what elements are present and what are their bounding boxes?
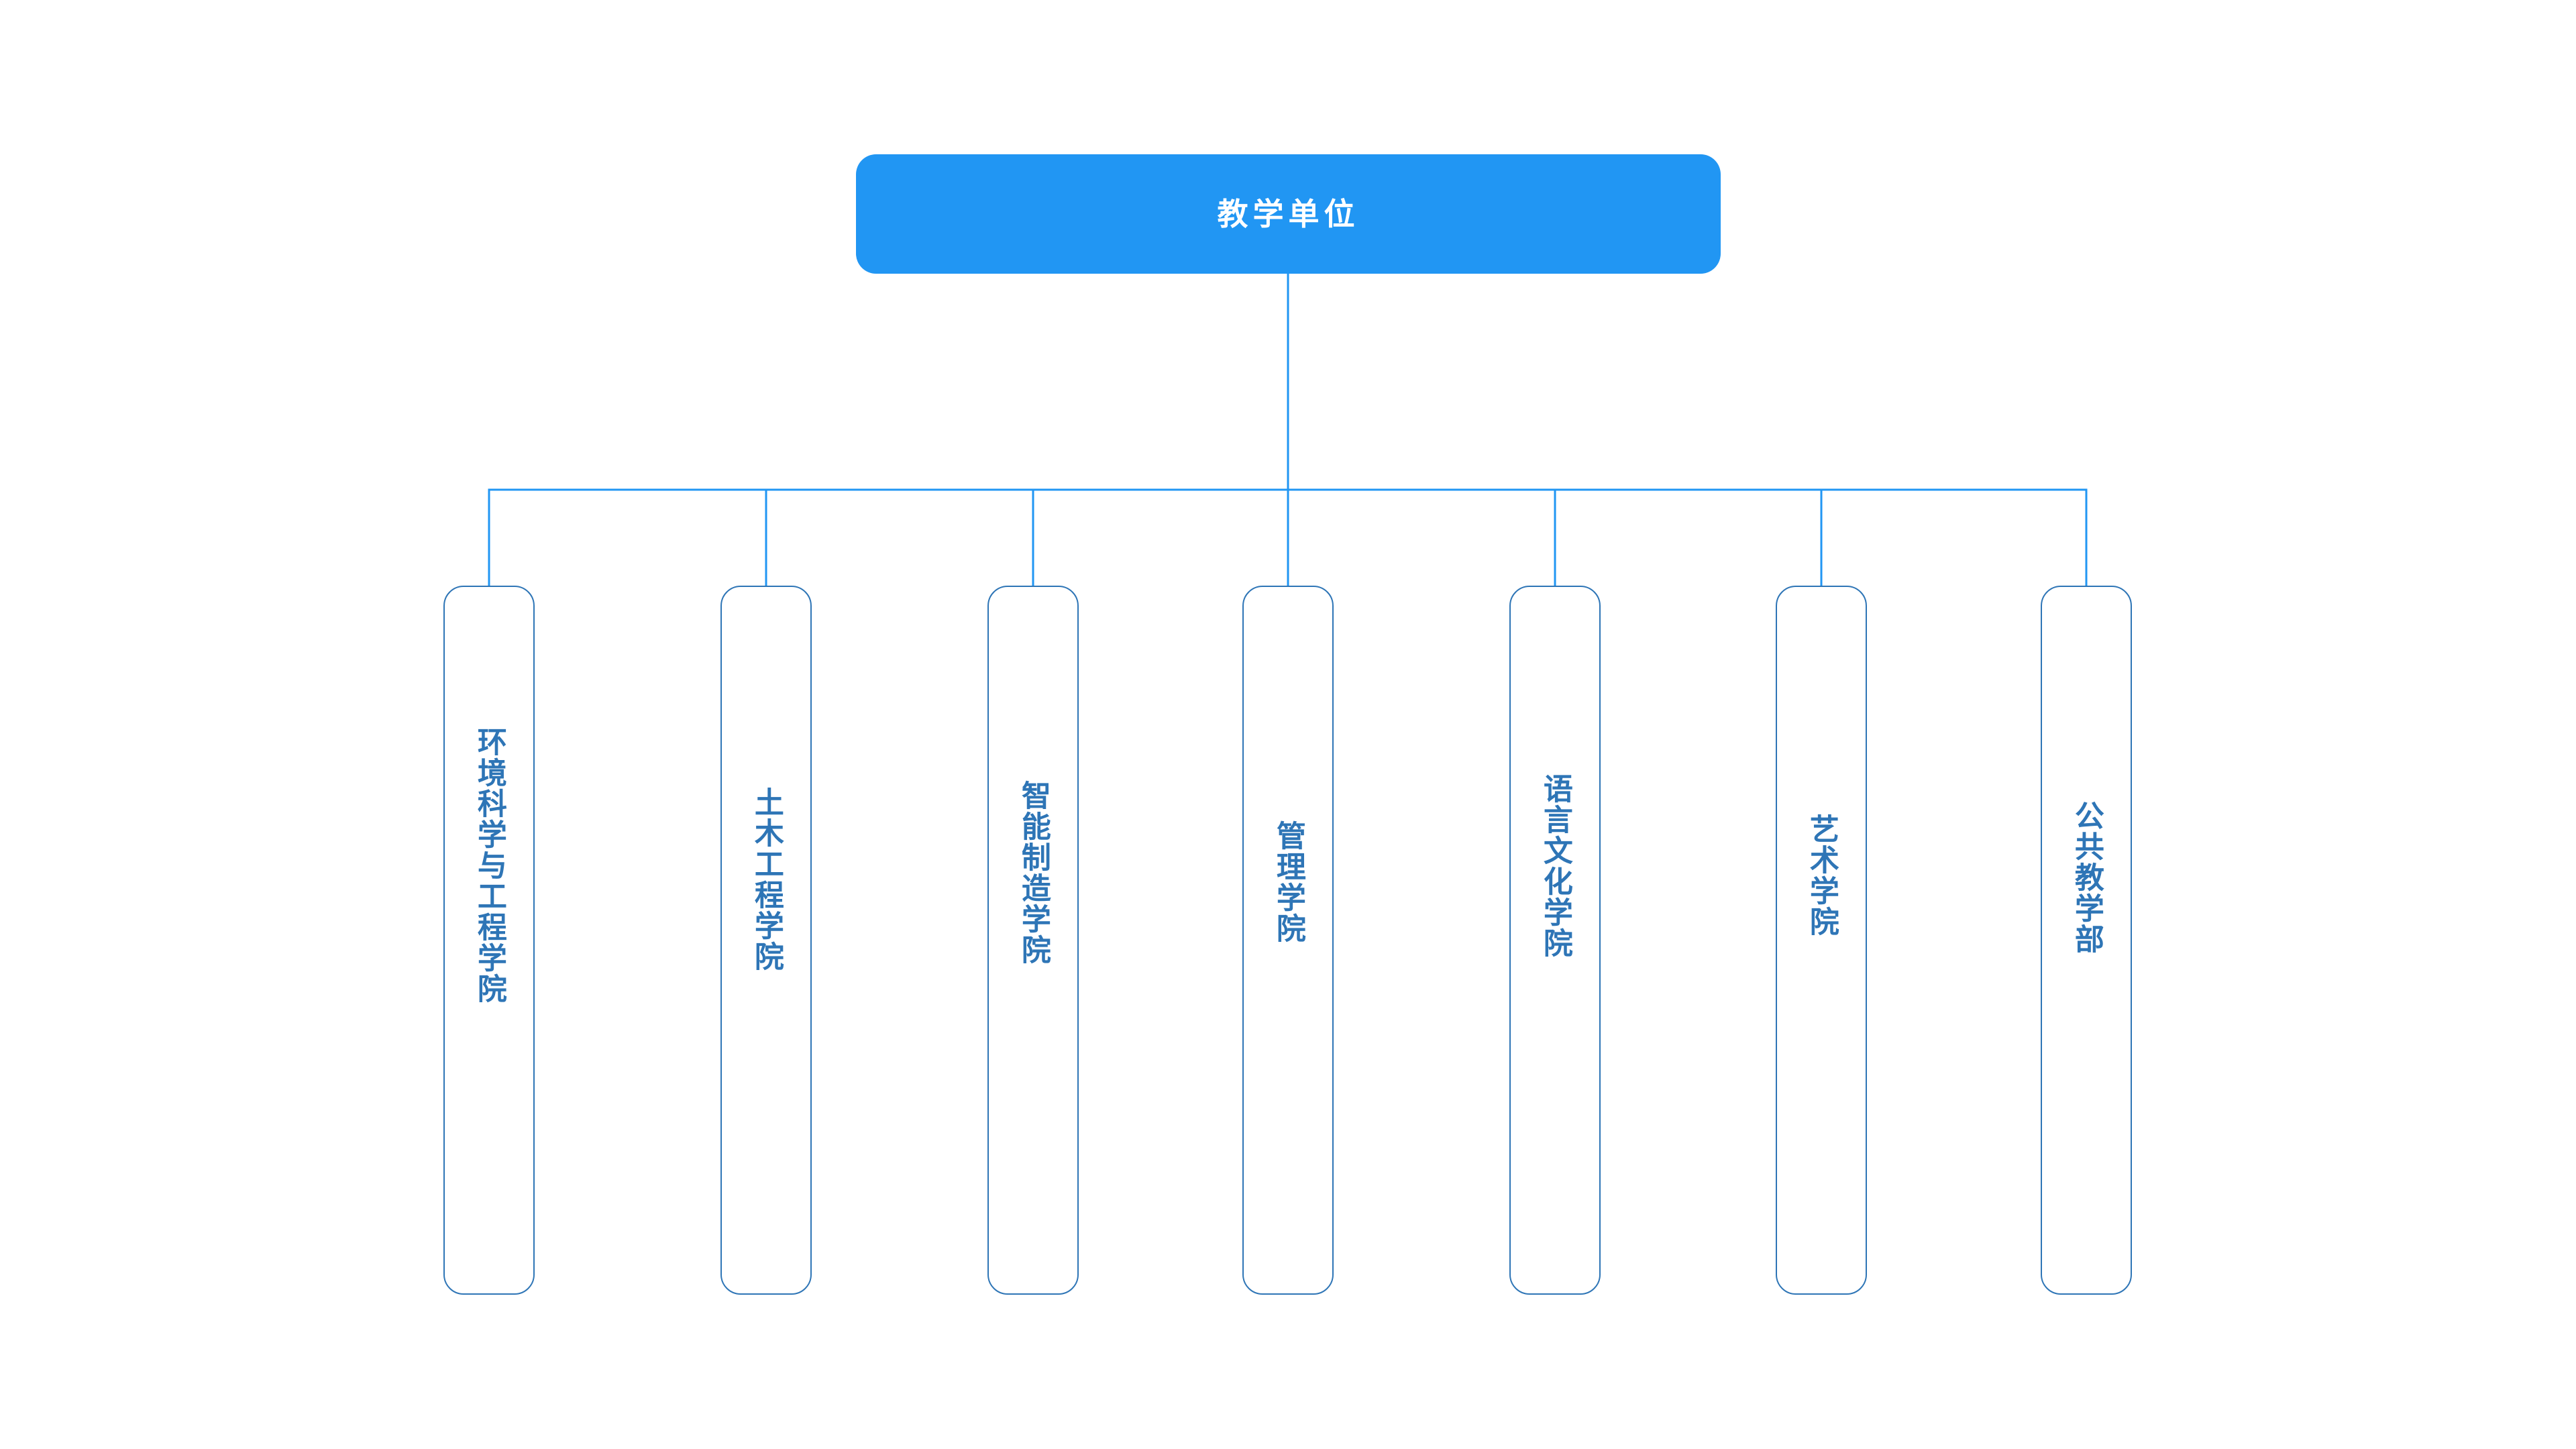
org-node-child-6-label: 艺术学院 — [1805, 814, 1838, 937]
org-node-child-2-label: 土木工程学院 — [749, 787, 783, 972]
org-node-child-7-label: 公共教学部 — [2070, 800, 2103, 955]
org-node-child-2[interactable]: 土木工程学院 — [720, 586, 812, 1295]
org-node-child-1[interactable]: 环境科学与工程学院 — [443, 586, 535, 1295]
org-node-child-5-label: 语言文化学院 — [1538, 773, 1572, 959]
org-node-child-3[interactable]: 智能制造学院 — [987, 586, 1079, 1295]
org-node-child-4[interactable]: 管理学院 — [1242, 586, 1334, 1295]
org-node-child-6[interactable]: 艺术学院 — [1776, 586, 1867, 1295]
org-node-child-5[interactable]: 语言文化学院 — [1509, 586, 1601, 1295]
org-node-child-7[interactable]: 公共教学部 — [2041, 586, 2132, 1295]
org-node-root-label: 教学单位 — [1217, 197, 1360, 231]
org-node-child-3-label: 智能制造学院 — [1016, 780, 1050, 965]
org-node-child-4-label: 管理学院 — [1271, 820, 1305, 944]
org-node-root[interactable]: 教学单位 — [856, 154, 1721, 274]
org-node-child-1-label: 环境科学与工程学院 — [472, 727, 506, 1004]
